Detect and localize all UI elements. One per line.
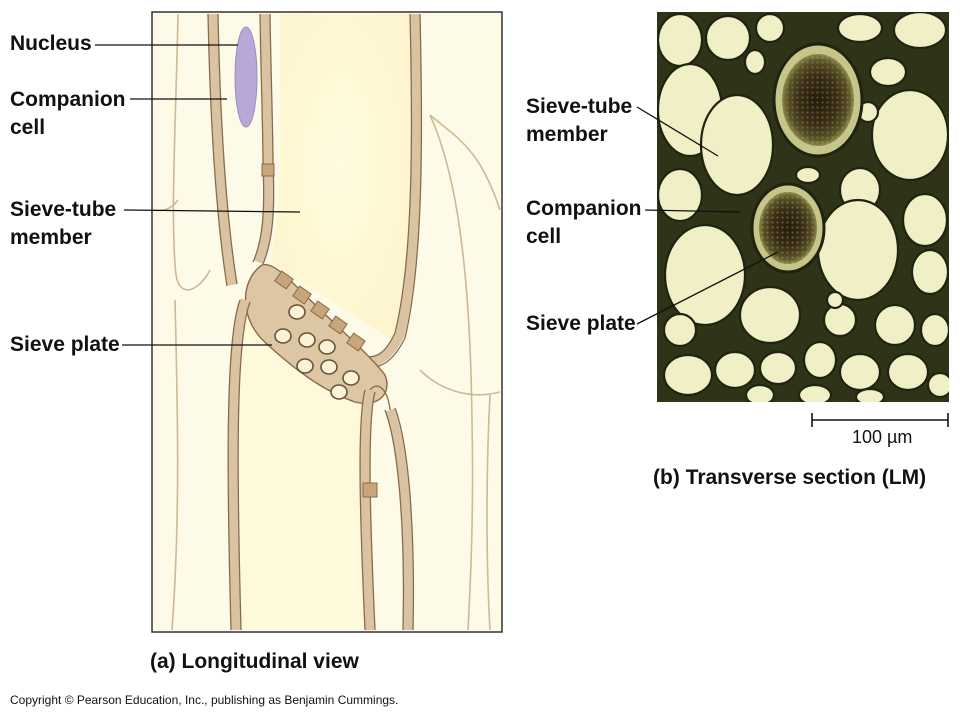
copyright-notice: Copyright © Pearson Education, Inc., pub… xyxy=(10,693,399,707)
label-sieve-tube-member-a: Sieve-tube member xyxy=(10,196,116,252)
companion-cell-lower xyxy=(359,385,415,631)
label-sieve-tube-line2: member xyxy=(10,226,92,249)
label-nucleus: Nucleus xyxy=(10,32,92,55)
neighbor-cells xyxy=(152,13,501,631)
transverse-micrograph xyxy=(657,12,949,402)
scale-bar xyxy=(811,413,949,427)
label-companion-b-line2: cell xyxy=(526,225,562,248)
label-companion-cell-a: Companion cell xyxy=(10,86,126,142)
label-sieve-tube-line1: Sieve-tube xyxy=(10,198,117,221)
label-sieve-tube-b-line1: Sieve-tube xyxy=(526,95,633,118)
sieve-tube-member-upper xyxy=(270,14,411,345)
leader-lines-b xyxy=(636,106,779,325)
sieve-tube-wall-right xyxy=(367,13,423,368)
label-companion-line1: Companion xyxy=(10,88,126,111)
caption-longitudinal: (a) Longitudinal view xyxy=(150,650,359,673)
companion-cell-upper xyxy=(208,13,274,286)
nucleus xyxy=(234,26,258,128)
label-companion-cell-b: Companion cell xyxy=(526,195,642,251)
label-companion-b-line1: Companion xyxy=(526,197,642,220)
sieve-plate-drawing xyxy=(244,263,388,404)
micrograph-cells xyxy=(657,12,949,402)
label-companion-line2: cell xyxy=(10,116,46,139)
label-sieve-plate-a: Sieve plate xyxy=(10,333,120,356)
label-sieve-plate-b: Sieve plate xyxy=(526,312,636,335)
sieve-tube-wall-lower xyxy=(227,298,251,631)
scale-bar-label: 100 µm xyxy=(852,427,913,447)
longitudinal-panel xyxy=(95,11,503,633)
label-sieve-tube-b-line2: member xyxy=(526,123,608,146)
label-sieve-tube-member-b: Sieve-tube member xyxy=(526,93,632,149)
leader-lines-a xyxy=(95,44,301,346)
caption-transverse: (b) Transverse section (LM) xyxy=(653,466,927,489)
